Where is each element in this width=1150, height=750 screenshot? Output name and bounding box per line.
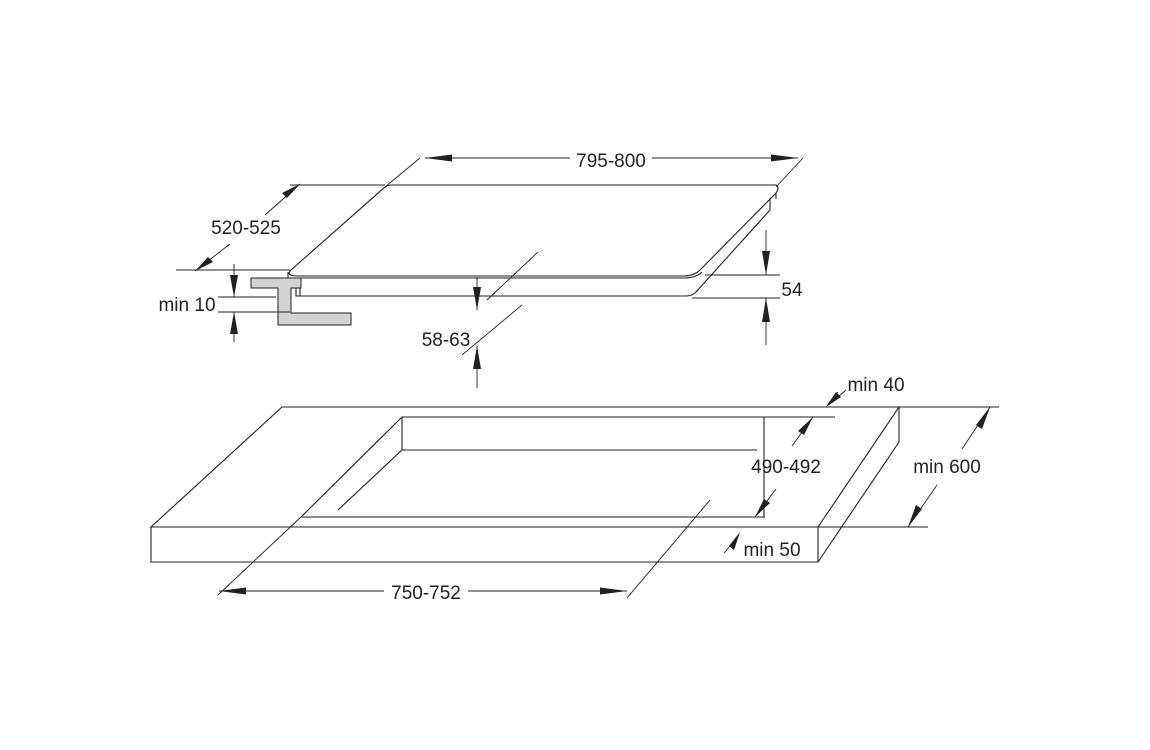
back-margin-label: min 40 (847, 375, 904, 396)
hob-width-label: 795-800 (576, 151, 646, 172)
hob-body (295, 198, 771, 297)
back-margin-dimension: min 40 (826, 375, 905, 407)
worktop-cutout-inner-edge (401, 417, 757, 451)
worktop-bracket (250, 277, 352, 326)
hob-height-label: 54 (781, 280, 803, 301)
worktop-depth-label: min 600 (913, 457, 981, 478)
front-margin-label: min 50 (743, 540, 800, 561)
worktop-drawing: 750-752 490-492 min 40 min 50 (149, 375, 999, 604)
hob-height-dimension: 54 (692, 230, 803, 345)
hob-depth-dimension: 520-525 (176, 183, 385, 272)
cutout-width-dimension: 750-752 (217, 499, 711, 604)
hob-glass-top (288, 184, 779, 277)
hob-depth-label: 520-525 (211, 218, 281, 239)
hob-clearance-dimension: min 10 (158, 264, 290, 342)
hob-width-dimension: 795-800 (384, 151, 804, 188)
hob-drawing: 795-800 520-525 54 (158, 151, 804, 388)
hob-overhang-label: 58-63 (422, 330, 471, 351)
hob-clearance-label: min 10 (158, 295, 215, 316)
hob-overhang-dimension: 58-63 (422, 251, 539, 388)
worktop-side-face (817, 407, 900, 563)
worktop-cutout (299, 416, 765, 518)
worktop-front-face (150, 527, 819, 563)
worktop-depth-dimension: min 600 (818, 406, 999, 528)
cutout-width-label: 750-752 (391, 583, 461, 604)
hob-glass-edge (287, 271, 703, 279)
cutout-depth-label: 490-492 (751, 457, 821, 478)
cutout-depth-dimension: 490-492 (720, 416, 835, 518)
front-margin-dimension: min 50 (723, 532, 801, 561)
